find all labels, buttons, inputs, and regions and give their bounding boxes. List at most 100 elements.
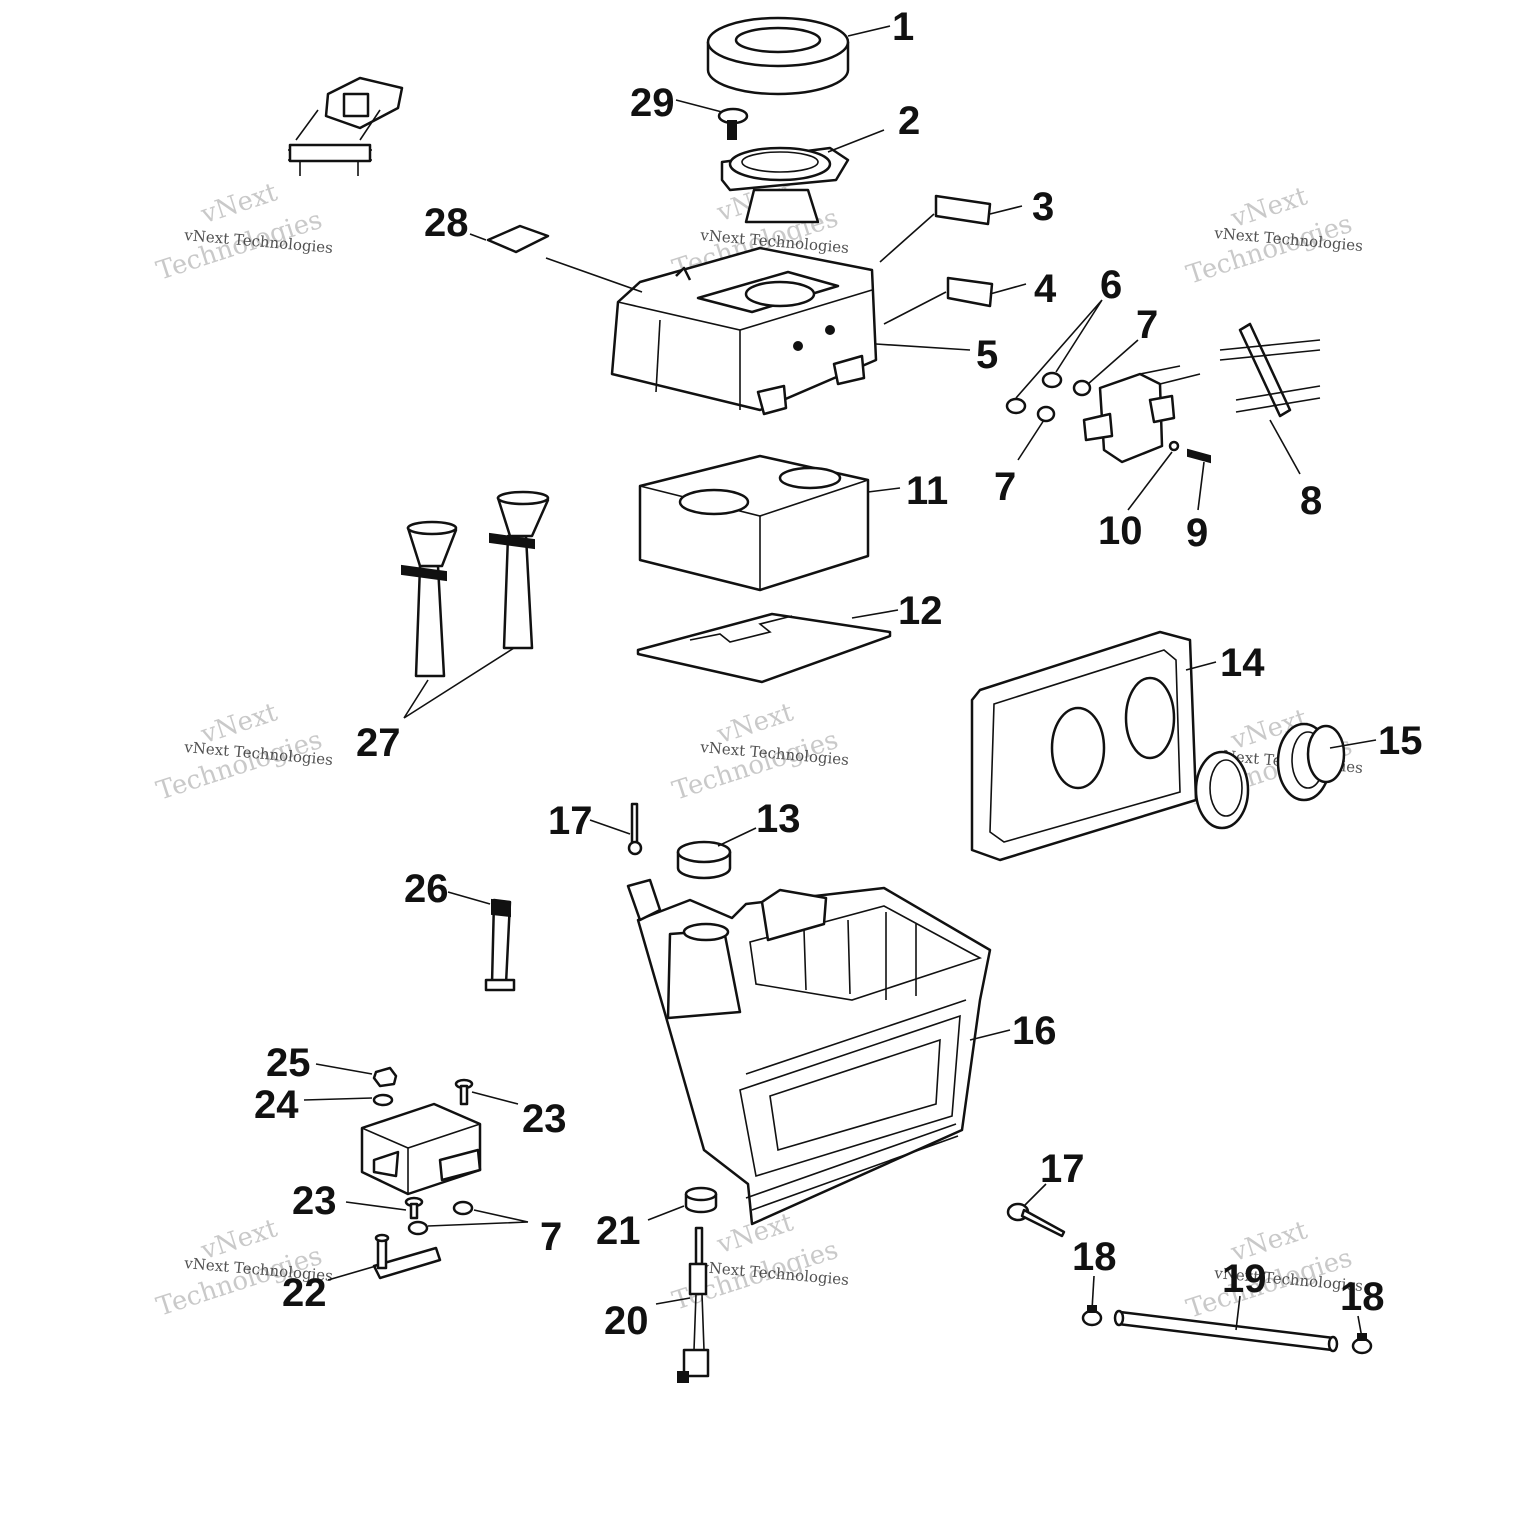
- leader-18-right: [1357, 1315, 1363, 1339]
- callout-25: 25: [266, 1041, 311, 1085]
- leader-19: [1235, 1295, 1241, 1331]
- part-foam-ring: [706, 16, 850, 96]
- leader-2: [827, 129, 885, 153]
- part-coil-hardware: [1005, 371, 1092, 423]
- callout-16: 16: [1012, 1009, 1057, 1053]
- callout-4: 4: [1034, 267, 1057, 311]
- callout-3: 3: [1032, 185, 1054, 229]
- part-intake-horns: [401, 490, 550, 678]
- callout-17-top: 17: [548, 799, 593, 843]
- part-decal-28: [486, 224, 550, 254]
- leader-10: [1127, 451, 1173, 511]
- callout-28: 28: [424, 201, 469, 245]
- callout-9: 9: [1186, 511, 1208, 555]
- callouts: 1 29 2 3 28 4 6 7 5 7 11 8 10 9 12 14 27…: [254, 5, 1423, 1343]
- callout-2: 2: [898, 99, 920, 143]
- part-hose: [1113, 1309, 1339, 1353]
- leader-20: [655, 1297, 691, 1305]
- leader-11: [867, 487, 901, 493]
- callout-22: 22: [282, 1271, 327, 1315]
- part-gasket-plate: [636, 612, 892, 684]
- part-ignition-coil: [1082, 365, 1211, 464]
- part-drain-valve: [677, 1226, 710, 1383]
- leader-7-mid: [1017, 419, 1045, 461]
- callout-23-right: 23: [522, 1097, 567, 1141]
- callout-7-top: 7: [1136, 303, 1158, 347]
- callout-6: 6: [1100, 263, 1122, 307]
- part-airbox-base: [626, 878, 992, 1226]
- part-washer-24: [372, 1093, 394, 1107]
- callout-18-left: 18: [1072, 1235, 1117, 1279]
- callout-27: 27: [356, 721, 401, 765]
- leader-23-left: [345, 1201, 407, 1211]
- watermark: vNext Technologies: [153, 177, 326, 286]
- leader-4: [883, 283, 1027, 325]
- leader-25: [315, 1063, 373, 1075]
- leader-1: [847, 25, 891, 37]
- leader-13: [717, 827, 757, 847]
- part-bracket-22: [372, 1233, 442, 1280]
- callout-20: 20: [604, 1299, 649, 1343]
- part-decal-4: [946, 276, 994, 308]
- callout-21: 21: [596, 1209, 641, 1253]
- leader-8: [1269, 419, 1301, 475]
- leader-27: [403, 647, 515, 719]
- callout-24: 24: [254, 1083, 299, 1127]
- callout-8: 8: [1300, 479, 1322, 523]
- leader-7-top: [1087, 339, 1139, 385]
- leader-24: [303, 1097, 373, 1101]
- part-screw-23b: [404, 1196, 424, 1220]
- part-nut-25: [372, 1066, 398, 1088]
- part-control-module: [360, 1102, 482, 1196]
- part-screw-23a: [454, 1078, 474, 1106]
- callout-7-mid: 7: [994, 465, 1016, 509]
- callout-14: 14: [1220, 641, 1265, 685]
- part-mounted-module: [288, 76, 404, 176]
- leader-26: [447, 891, 491, 905]
- leader-18-left: [1091, 1275, 1095, 1311]
- leader-23-right: [471, 1091, 519, 1105]
- part-hose-clamps: [1194, 722, 1346, 830]
- part-grommets-7: [407, 1200, 474, 1236]
- callout-26: 26: [404, 867, 449, 911]
- part-intake-adapter: [720, 146, 850, 224]
- leader-12: [851, 609, 899, 619]
- callout-11: 11: [906, 469, 948, 513]
- part-foam-filter: [638, 454, 870, 592]
- callout-1: 1: [892, 5, 914, 49]
- callout-23-left: 23: [292, 1179, 337, 1223]
- part-airbox-lid: [610, 246, 878, 416]
- leader-7-left: [427, 1209, 529, 1227]
- callout-7-left: 7: [540, 1215, 562, 1259]
- part-tab: [484, 898, 516, 992]
- leader-5: [875, 343, 971, 351]
- leader-3: [879, 205, 1023, 263]
- part-pin-top: [627, 802, 643, 856]
- leader-14: [1185, 661, 1217, 671]
- part-bracket: [1219, 322, 1321, 418]
- callout-10: 10: [1098, 509, 1143, 553]
- leader-lines: [303, 25, 1377, 1339]
- part-decal-3: [934, 194, 992, 226]
- leader-21: [647, 1205, 685, 1221]
- part-filler-cap: [676, 840, 732, 880]
- part-airbox-cover-frame: [970, 630, 1198, 862]
- leader-29: [675, 99, 723, 113]
- leader-17-bottom: [1023, 1183, 1047, 1207]
- leader-17-top: [589, 819, 631, 835]
- callout-19: 19: [1222, 1257, 1267, 1301]
- leader-22: [327, 1265, 377, 1281]
- leader-6: [1015, 299, 1103, 399]
- callout-5: 5: [976, 333, 998, 377]
- callout-15: 15: [1378, 719, 1423, 763]
- part-grommet: [684, 1186, 718, 1214]
- callout-12: 12: [898, 589, 943, 633]
- part-push-rivet: [717, 107, 749, 140]
- callout-29: 29: [630, 81, 675, 125]
- part-pin-lower: [1006, 1202, 1066, 1238]
- leader-15: [1329, 739, 1377, 749]
- leader-16: [969, 1029, 1011, 1041]
- callout-18-right: 18: [1340, 1275, 1385, 1319]
- callout-13: 13: [756, 797, 801, 841]
